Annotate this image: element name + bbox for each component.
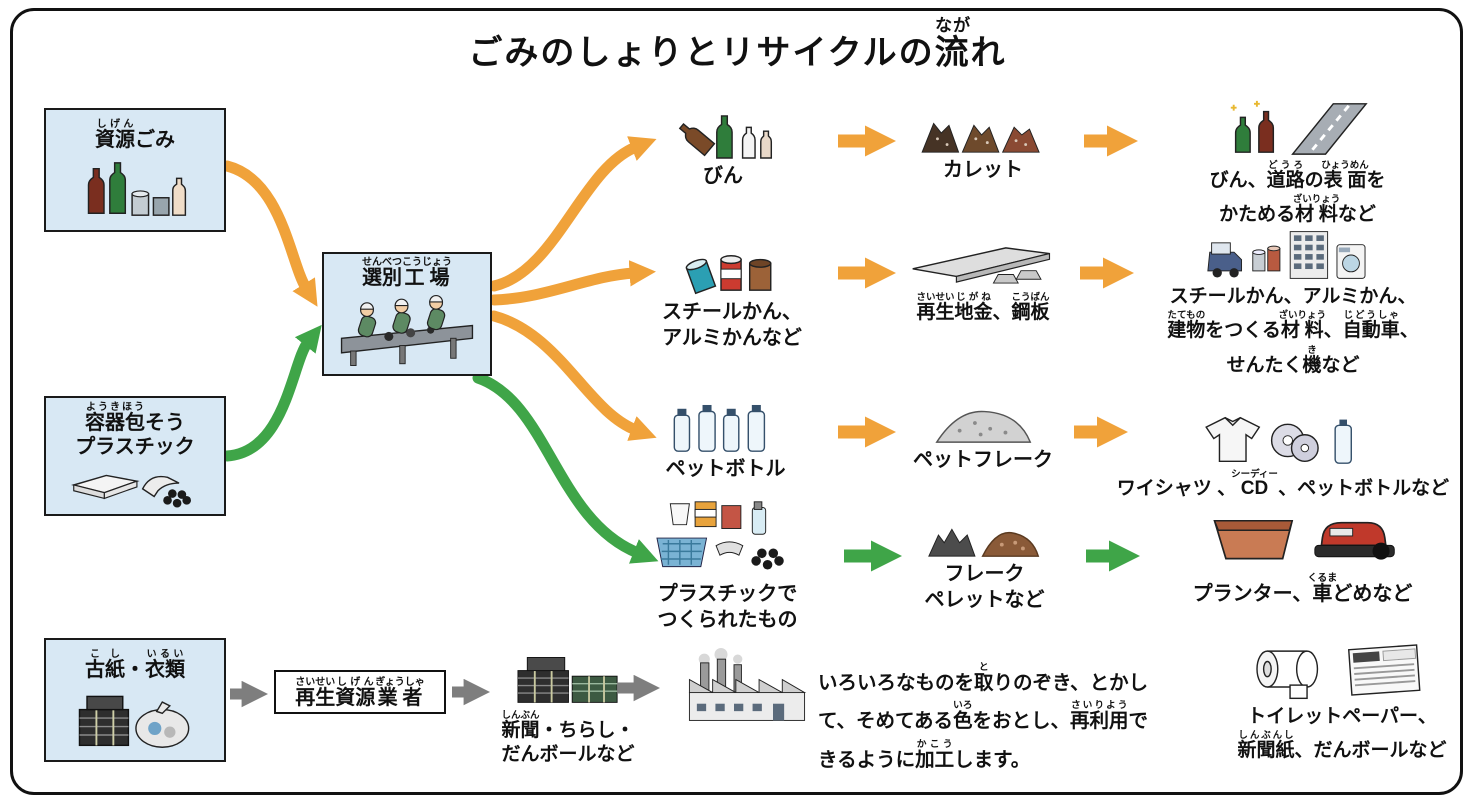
- sorted-paper-line2: だんボールなど: [501, 744, 635, 766]
- source-box-recyclable-waste: 資源しげんごみ: [44, 108, 226, 232]
- arrow-plant-to-plastic-items: [472, 372, 659, 564]
- planter-carstop-icon: [1212, 519, 1395, 560]
- pet-flake-cell: ペットフレーク: [898, 402, 1068, 472]
- glass-item-cell: びん: [648, 110, 798, 188]
- source-label-recyclable: 資源しげんごみ: [95, 119, 175, 152]
- plastic-items-line2: つくられたもの: [657, 609, 798, 631]
- cans-item-cell: スチールかん、 アルミかんなど: [652, 246, 812, 350]
- pet-result-cell: ワイシャツ 、CDシーディー 、ペットボトルなど: [1104, 412, 1462, 500]
- pellet-cell: フレーク ペレットなど: [902, 512, 1067, 612]
- paper-result-cell: トイレットペーパー、 新聞紙しんぶんし、だんボールなど: [1222, 636, 1462, 763]
- source-label-packaging-line2: プラスチック: [75, 436, 195, 458]
- arrow-plant-to-cans: [488, 260, 656, 306]
- pet-flake-label: ペットフレーク: [913, 449, 1053, 471]
- metal-result-line3: せんたく機きなど: [1226, 344, 1360, 376]
- sorting-plant-box: 選別せんべつ工場こうじょう: [322, 252, 492, 376]
- ingot-cell: 再生さいせい地金じがね、鋼板こうばん: [878, 240, 1088, 324]
- factory-icon: [688, 648, 807, 721]
- sorting-plant-label: 選別せんべつ工場こうじょう: [362, 257, 452, 290]
- planter-result-cell: プランター、車くるまどめなど: [1140, 500, 1465, 606]
- metal-plate-ingot-icon: [912, 247, 1051, 284]
- plastic-items-cell: プラスチックで つくられたもの: [645, 498, 810, 632]
- cullet-piles-icon: [921, 122, 1040, 153]
- pet-item-label: ペットボトル: [665, 458, 786, 480]
- cullet-label: カレット: [943, 159, 1023, 181]
- plastic-packaging-icon: [71, 474, 191, 508]
- dealer-label: 再生さいせい資源しげん業者ぎょうしゃ: [295, 676, 425, 709]
- paper-result-line2: 新聞紙しんぶんし、だんボールなど: [1237, 730, 1447, 762]
- pet-item-cell: ペットボトル: [648, 400, 803, 481]
- glass-item-label: びん: [703, 165, 743, 187]
- truck-building-washer-icon: [1207, 231, 1366, 279]
- glass-result-cell: びん、道路どうろの表面ひょうめんを かためる材料ざいりょうなど: [1130, 98, 1465, 227]
- paper-bag-icon: [78, 696, 190, 749]
- metal-result-cell: スチールかん、アルミかん、 建物たてものをつくる材料ざいりょう、自動車じどうしゃ…: [1118, 226, 1468, 377]
- steel-aluminum-cans-icon: [685, 255, 772, 295]
- sorted-paper-cell: 新聞しんぶん・ちらし・ だんボールなど: [498, 650, 638, 767]
- arrow-plant-to-pet: [488, 310, 657, 441]
- plastic-products-pile-icon: [655, 501, 784, 570]
- pet-result-label: ワイシャツ 、CDシーディー 、ペットボトルなど: [1116, 469, 1450, 499]
- cans-item-line2: アルミかんなど: [662, 327, 802, 349]
- planter-result-label: プランター、車くるまどめなど: [1192, 573, 1413, 605]
- sorting-workers-icon: [340, 294, 474, 366]
- paper-process-description: いろいろなものを取とりのぞき、とかし て、そめてある色いろをおとし、再利用さいり…: [818, 662, 1204, 772]
- source-box-packaging-plastic: 容器包ようきほうそう プラスチック: [44, 396, 226, 516]
- pet-bottles-icon: [673, 404, 765, 452]
- glass-bottles-icon: [678, 115, 773, 159]
- process-line1: いろいろなものを取とりのぞき、とかし: [818, 662, 1149, 694]
- source-label-packaging-line1: 容器包ようきほうそう: [85, 402, 185, 434]
- arrow-plastic-to-plant: [221, 324, 322, 462]
- plastic-items-line1: プラスチックで: [657, 583, 798, 605]
- metal-result-line1: スチールかん、アルミかん、: [1169, 286, 1417, 307]
- process-line3: きるように加工かこうします。: [818, 738, 1031, 771]
- source-label-paper: 古紙こし・衣類いるい: [85, 648, 185, 681]
- pet-flake-pile-icon: [934, 410, 1031, 443]
- recycled-resource-dealer-box: 再生さいせい資源しげん業者ぎょうしゃ: [274, 670, 446, 714]
- ingot-label: 再生さいせい地金じがね、鋼板こうばん: [916, 292, 1050, 323]
- toiletpaper-newspaper-icon: [1256, 644, 1421, 700]
- cans-item-line1: スチールかん、: [662, 301, 802, 323]
- glass-result-line1: びん、道路どうろの表面ひょうめんを: [1209, 160, 1386, 191]
- pellet-line2: ペレットなど: [924, 589, 1045, 611]
- pellet-line1: フレーク: [944, 563, 1025, 585]
- newspaper-bundles-icon: [517, 657, 618, 703]
- flake-pellet-piles-icon: [927, 528, 1039, 557]
- paper-result-line1: トイレットペーパー、: [1247, 706, 1437, 727]
- arrow-recyclable-to-plant: [221, 160, 318, 307]
- metal-result-line2: 建物たてものをつくる材料ざいりょう、自動車じどうしゃ、: [1167, 310, 1419, 342]
- shirt-cd-bottle-icon: [1205, 416, 1352, 464]
- bottles-cans-icon: [87, 161, 187, 216]
- source-box-paper-clothing: 古紙こし・衣類いるい: [44, 638, 226, 762]
- bottles-road-icon: [1230, 100, 1368, 155]
- sorted-paper-line1: 新聞しんぶん・ちらし・: [501, 710, 635, 741]
- process-line2: て、そめてある色いろをおとし、再利用さいりようで: [818, 700, 1149, 733]
- arrow-plant-to-glass: [488, 136, 657, 292]
- glass-result-line2: かためる材料ざいりょうなど: [1219, 194, 1376, 226]
- cullet-cell: カレット: [893, 110, 1073, 182]
- paper-factory: [682, 648, 812, 730]
- diagram-title: ごみのしょりとリサイクルの流ながれ: [468, 16, 1007, 72]
